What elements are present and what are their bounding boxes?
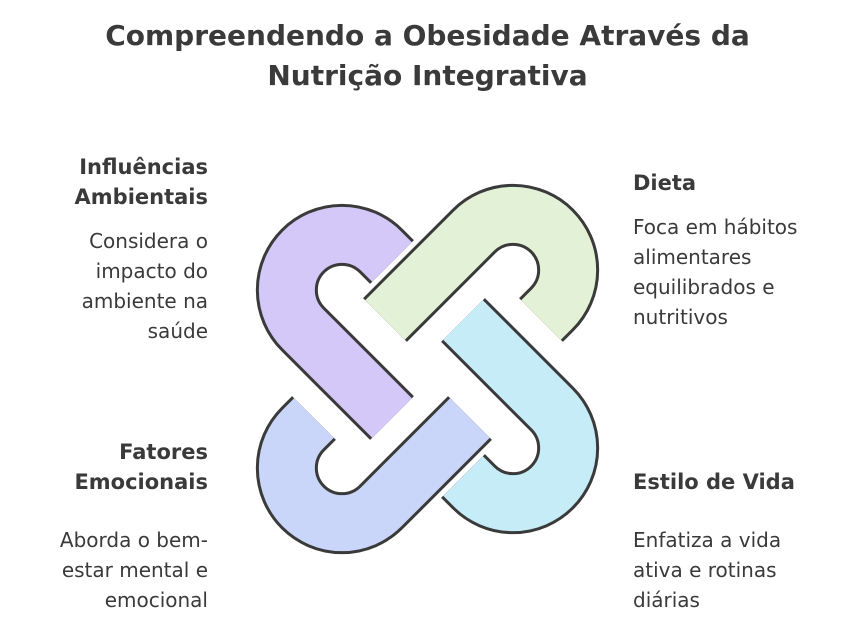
loop-top-left	[255, 203, 414, 440]
title-line-1: Compreendendo a Obesidade Através da	[105, 19, 750, 52]
heading-diet: Dieta	[633, 171, 697, 195]
block-environmental-influences: Influências Ambientais Considera o impac…	[0, 152, 208, 346]
desc-emotional-factors: Aborda o bem- estar mental e emocional	[59, 528, 208, 612]
loop-bottom-left	[255, 396, 492, 555]
loop-bottom-right	[441, 298, 600, 535]
heading-environmental-influences: Influências Ambientais	[74, 155, 208, 209]
block-diet: Dieta Foca em hábitos alimentares equili…	[633, 168, 853, 332]
loop-bottom-right-fill	[443, 300, 597, 532]
loop-top-left-fill	[258, 206, 412, 438]
loop-top-right	[363, 183, 600, 342]
page-title: Compreendendo a Obesidade Através da Nut…	[0, 16, 855, 96]
loop-bottom-left-fill	[258, 398, 490, 552]
loop-top-right-fill	[365, 186, 597, 340]
desc-lifestyle: Enfatiza a vida ativa e rotinas diárias	[633, 528, 782, 612]
desc-environmental-influences: Considera o impacto do ambiente na saúde	[81, 229, 208, 343]
heading-emotional-factors: Fatores Emocionais	[74, 440, 208, 494]
desc-diet: Foca em hábitos alimentares equilibrados…	[633, 215, 798, 329]
title-line-2: Nutrição Integrativa	[267, 59, 588, 92]
block-lifestyle: Estilo de Vida Enfatiza a vida ativa e r…	[633, 467, 853, 615]
block-emotional-factors: Fatores Emocionais Aborda o bem- estar m…	[0, 437, 208, 615]
heading-lifestyle: Estilo de Vida	[633, 470, 795, 494]
